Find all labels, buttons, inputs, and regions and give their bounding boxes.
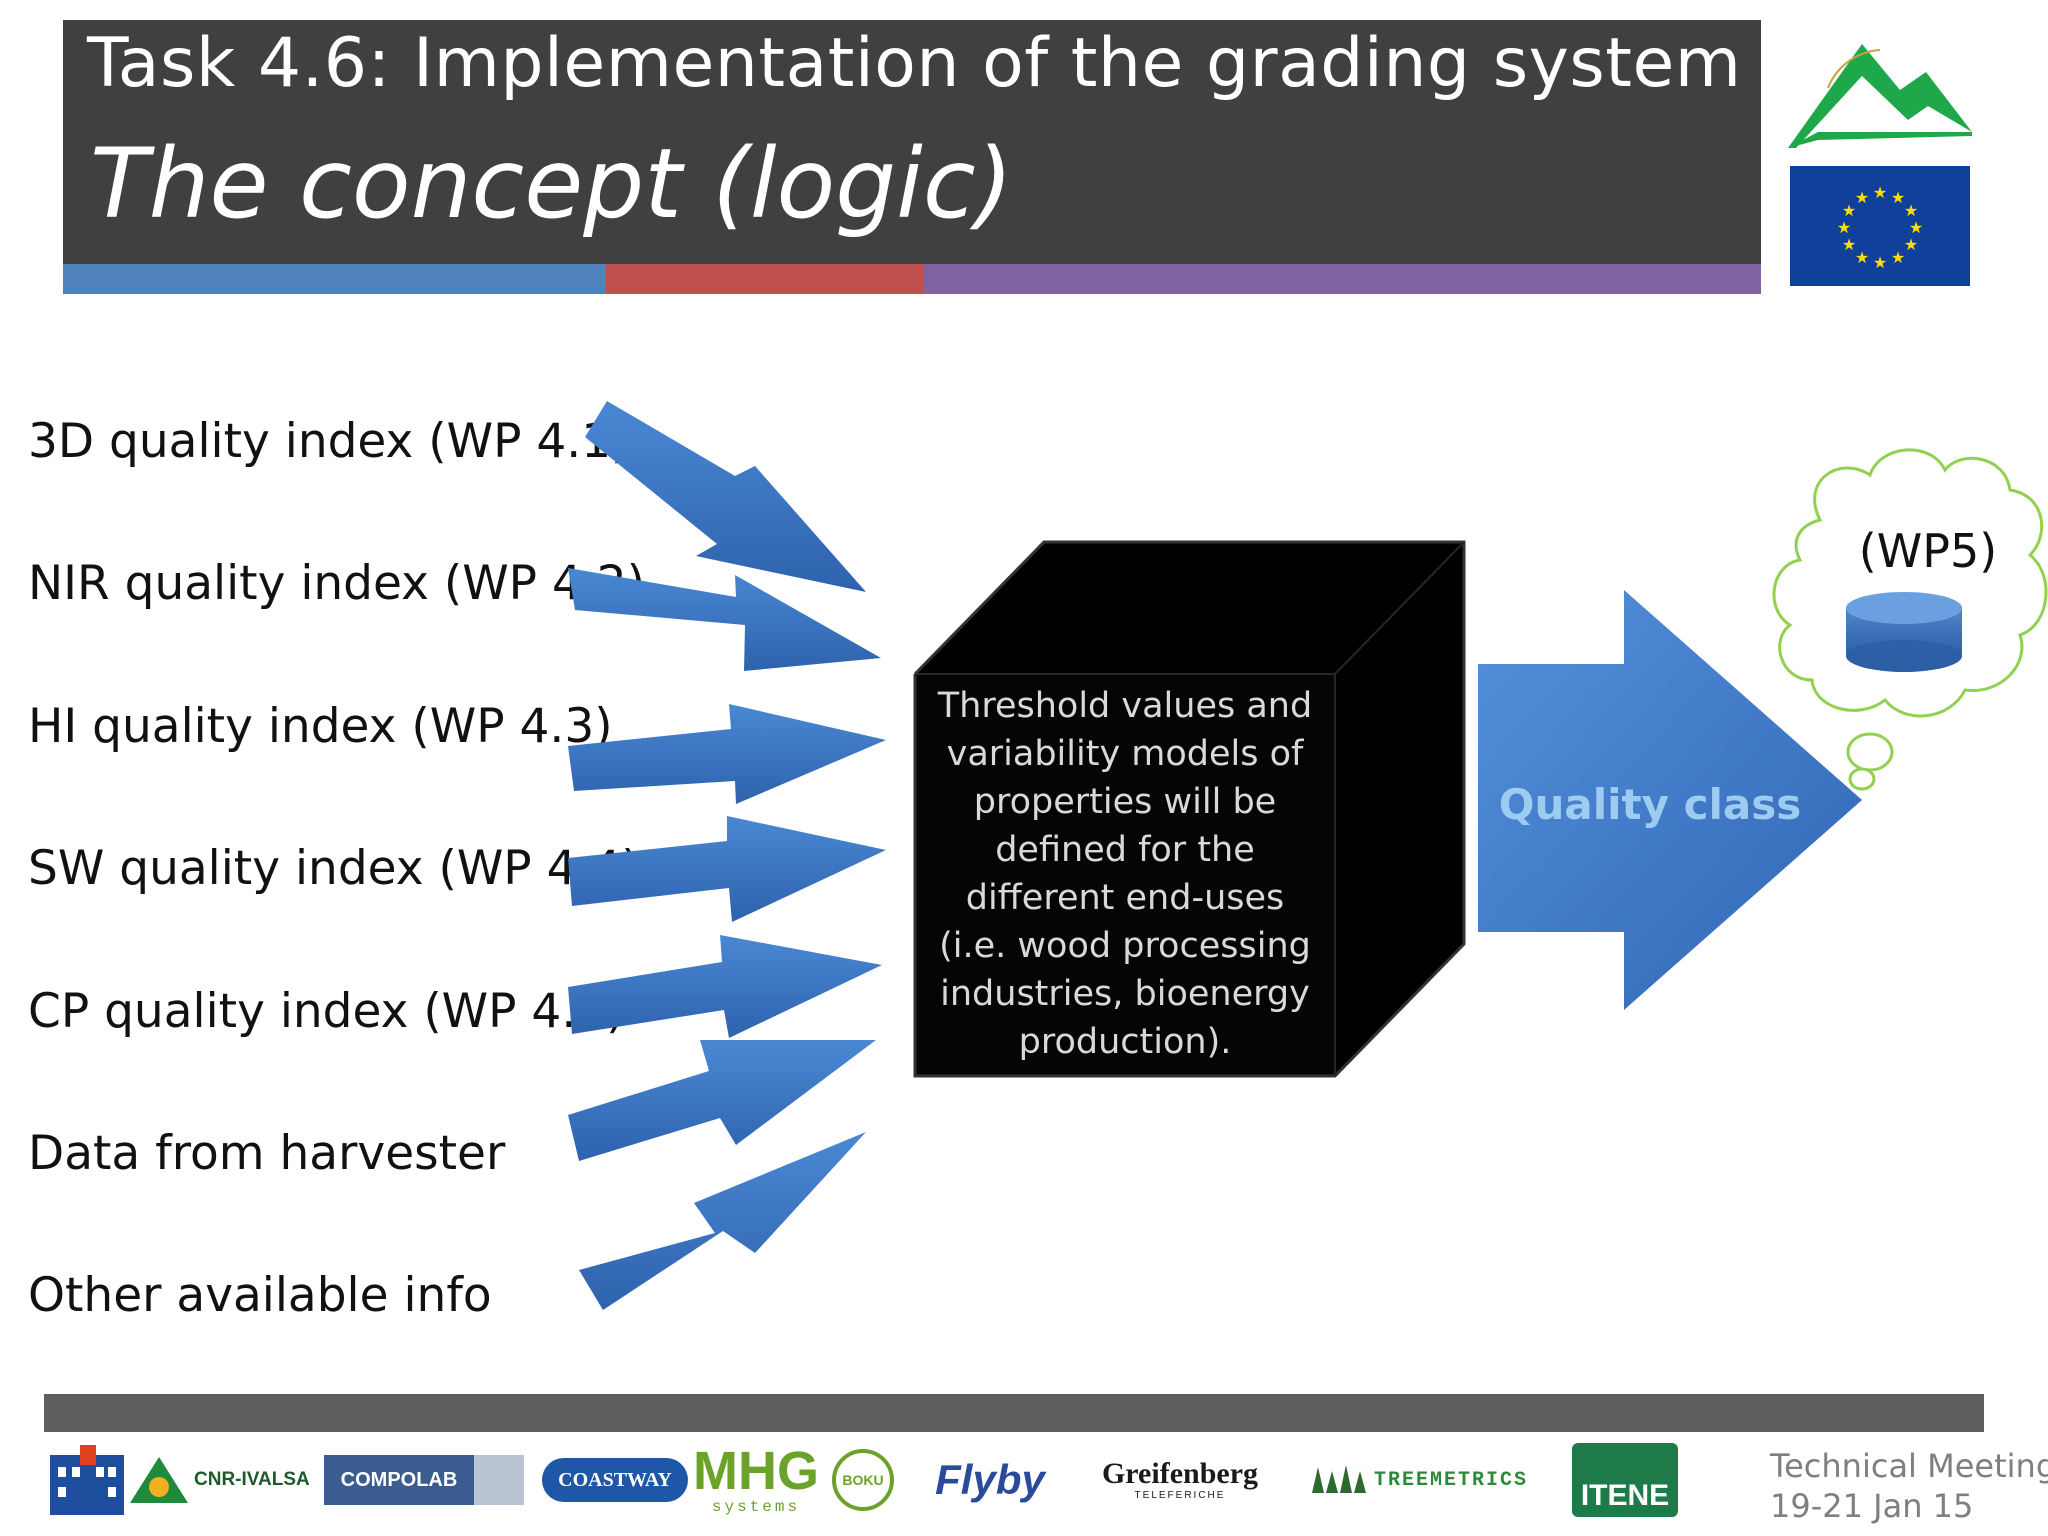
partner-logo-mhg: MHG systems	[693, 1440, 819, 1520]
svg-text:★: ★	[1842, 201, 1856, 220]
black-box-cube	[913, 540, 1466, 1078]
eu-flag-logo: ★★★ ★★★ ★★★ ★★★	[1790, 166, 1970, 286]
boku-logo-text: BOKU	[832, 1449, 894, 1511]
black-box-line: industries, bioenergy	[940, 974, 1310, 1014]
svg-text:★: ★	[1891, 248, 1905, 267]
building-icon	[50, 1445, 124, 1515]
stripe-blue	[63, 264, 606, 294]
footer-bar	[44, 1394, 1984, 1432]
black-box-text: Threshold values and variability models …	[918, 682, 1332, 1066]
coastway-logo-text: COASTWAY	[542, 1458, 688, 1502]
input-arrow-5	[568, 935, 882, 1038]
stripe-red	[606, 264, 923, 294]
svg-text:★: ★	[1855, 188, 1869, 207]
black-box-line: (i.e. wood processing	[939, 926, 1311, 966]
treemetrics-logo-text: TREEMETRICS	[1373, 1468, 1529, 1492]
meeting-info: Technical Meeting 19-21 Jan 15	[1770, 1446, 2048, 1526]
itene-logo-text: ITENE	[1572, 1443, 1678, 1517]
partner-logo-treemetrics: TREEMETRICS	[1284, 1440, 1554, 1520]
wp5-cloud	[1772, 448, 2048, 791]
input-arrow-1	[585, 401, 866, 592]
black-box-line: Threshold values and	[937, 686, 1313, 726]
input-label-hi: HI quality index (WP 4.3)	[28, 699, 613, 754]
svg-text:★: ★	[1842, 235, 1856, 254]
mhg-logo-text: MHG	[693, 1441, 819, 1501]
black-box-line: defined for the	[995, 830, 1255, 870]
svg-text:★: ★	[1891, 188, 1905, 207]
meeting-title: Technical Meeting	[1770, 1447, 2048, 1485]
stripe-purple	[923, 264, 1761, 294]
slope-logo	[1788, 44, 1972, 148]
quality-class-label: Quality class	[1498, 780, 1802, 829]
slide-subtitle: The concept (logic)	[90, 128, 1014, 240]
input-arrow-7	[579, 1132, 866, 1310]
wp5-label: (WP5)	[1858, 524, 1998, 578]
database-icon	[1846, 592, 1962, 672]
flyby-logo-text: Flyby	[935, 1456, 1045, 1503]
input-arrow-6	[568, 1040, 876, 1161]
title-banner	[63, 20, 1761, 264]
black-box-line: variability models of	[946, 734, 1304, 774]
input-label-sw: SW quality index (WP 4.4)	[28, 841, 640, 896]
black-box-line: properties will be	[973, 782, 1277, 822]
svg-text:★: ★	[1904, 201, 1918, 220]
slide-title: Task 4.6: Implementation of the grading …	[87, 24, 1742, 103]
cnr-logo-text: CNR-IVALSA	[194, 1469, 310, 1490]
svg-text:★: ★	[1904, 235, 1918, 254]
input-label-3d: 3D quality index (WP 4.1)	[28, 414, 630, 469]
greifenberg-logo-text: Greifenberg	[1101, 1457, 1259, 1490]
partner-logo-compolab: COMPOLAB	[322, 1440, 526, 1520]
svg-text:★: ★	[1855, 248, 1869, 267]
partner-logo-flyby: Flyby	[900, 1440, 1080, 1520]
svg-text:★: ★	[1837, 218, 1851, 237]
trees-icon	[1311, 1465, 1366, 1493]
svg-text:★: ★	[1909, 218, 1923, 237]
input-arrow-2	[568, 568, 881, 671]
partner-logo-coastway: COASTWAY	[540, 1440, 690, 1520]
meeting-date: 19-21 Jan 15	[1770, 1487, 1974, 1525]
greifenberg-logo-subtext: TELEFERICHE	[1134, 1490, 1226, 1501]
svg-text:★: ★	[1873, 253, 1887, 272]
partner-logo-cnr: CNR-IVALSA	[128, 1440, 312, 1520]
input-label-nir: NIR quality index (WP 4.2)	[28, 556, 646, 611]
svg-text:★: ★	[1873, 183, 1887, 202]
input-label-cp: CP quality index (WP 4.5)	[28, 984, 625, 1039]
input-arrow-3	[568, 704, 886, 804]
mhg-logo-subtext: systems	[711, 1498, 801, 1516]
partner-logo-boku: BOKU	[832, 1440, 894, 1520]
eu-stars-icon: ★★★ ★★★ ★★★ ★★★	[1837, 183, 1923, 272]
compolab-logo-text: COMPOLAB	[324, 1455, 474, 1505]
partner-logo-building	[50, 1440, 124, 1520]
input-label-other: Other available info	[28, 1268, 492, 1323]
black-box-line: different end-uses	[965, 878, 1285, 918]
cnr-triangle-icon	[130, 1457, 188, 1503]
partner-logo-greifenberg: Greifenberg TELEFERICHE	[1082, 1440, 1278, 1520]
black-box-line: production).	[1018, 1022, 1232, 1062]
input-label-harvester: Data from harvester	[28, 1126, 506, 1181]
partner-logo-itene: ITENE	[1570, 1440, 1680, 1520]
input-arrow-4	[568, 816, 886, 922]
output-arrow	[1478, 590, 1862, 1010]
